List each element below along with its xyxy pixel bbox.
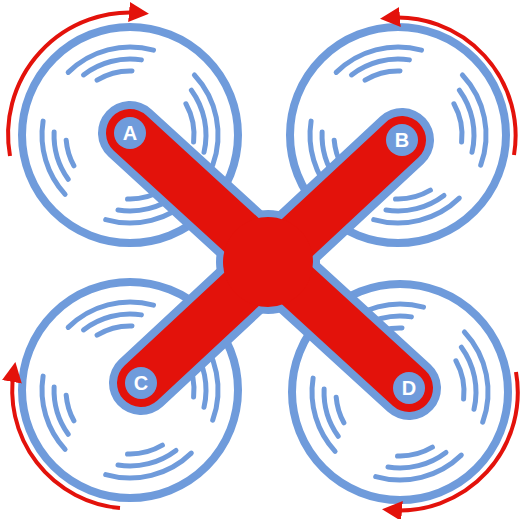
- rotor-letter: B: [395, 130, 409, 150]
- motion-line: [365, 71, 400, 80]
- motion-line: [336, 397, 344, 423]
- rotor-letter: A: [123, 123, 137, 143]
- motion-line: [97, 71, 132, 80]
- motion-line: [398, 447, 433, 456]
- rotor-letter: C: [134, 373, 148, 393]
- rotor-label: D: [393, 372, 425, 404]
- rotor-label: B: [386, 124, 418, 156]
- motion-line: [454, 104, 462, 142]
- rotor-label: C: [125, 367, 157, 399]
- motion-line: [456, 361, 464, 399]
- motion-line: [66, 140, 74, 166]
- motion-lines: [42, 47, 488, 480]
- rotor-circles: [22, 27, 508, 500]
- rotor-letter: D: [402, 378, 416, 398]
- motion-line: [186, 104, 194, 142]
- motion-line: [66, 395, 74, 421]
- motion-line: [396, 190, 431, 199]
- rotor-label: A: [114, 117, 146, 149]
- motion-line: [97, 326, 132, 335]
- rotation-arrows: [8, 13, 518, 511]
- frame-body: [130, 133, 409, 388]
- motion-line: [128, 445, 163, 454]
